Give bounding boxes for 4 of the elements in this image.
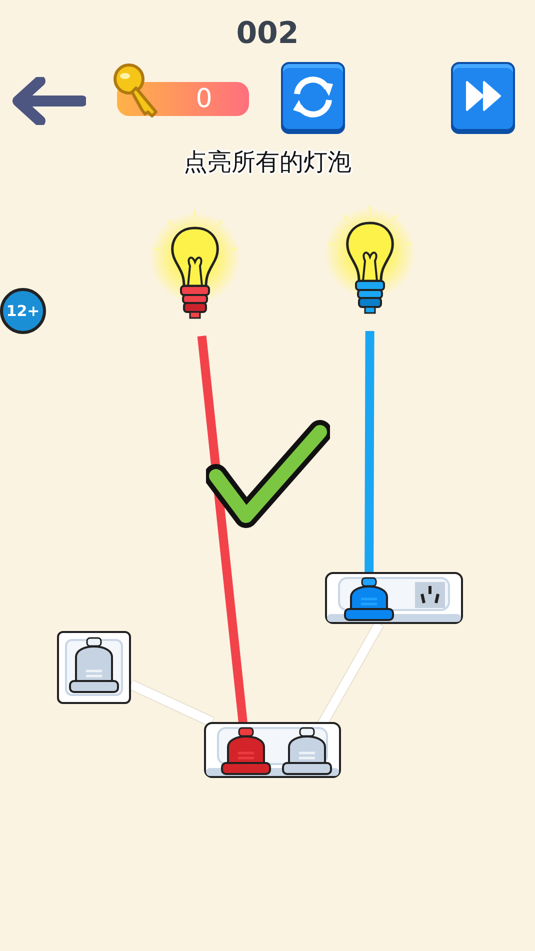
key-count: 0 <box>194 83 214 116</box>
level-number: 002 <box>235 16 300 51</box>
age-rating: 12+ <box>5 301 41 322</box>
instruction-text: 点亮所有的灯泡 <box>182 147 352 178</box>
